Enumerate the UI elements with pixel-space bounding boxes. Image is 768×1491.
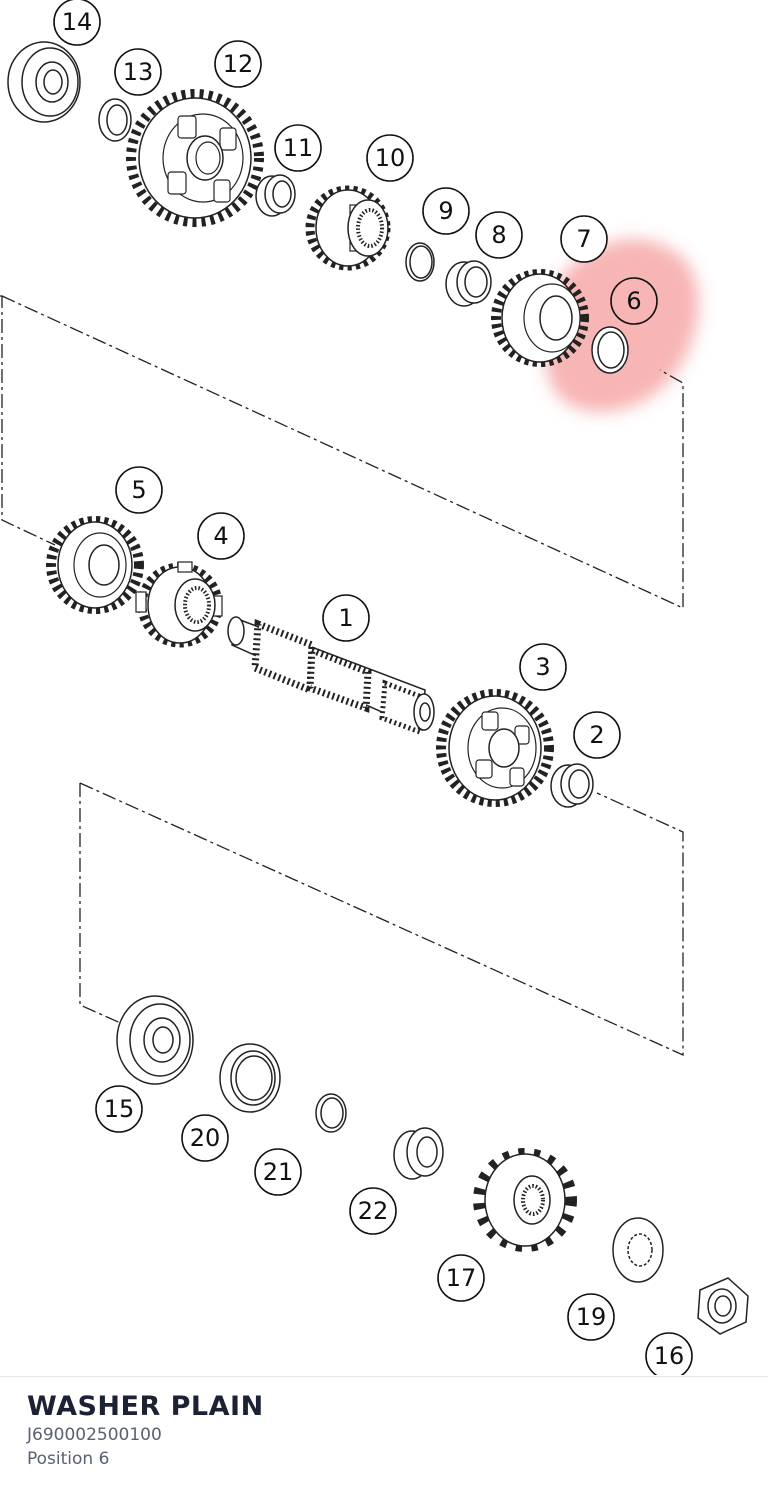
part-3-gear[interactable]	[436, 689, 554, 807]
callout-circle	[274, 124, 322, 172]
part-11-bushing[interactable]	[255, 174, 296, 217]
callout-12[interactable]: 12	[214, 40, 262, 88]
callout-14[interactable]: 14	[53, 0, 101, 46]
callout-13[interactable]: 13	[114, 48, 162, 96]
callout-circle	[573, 711, 621, 759]
part-info-panel: WASHER PLAIN J690002500100 Position 6	[0, 1376, 768, 1491]
callout-11[interactable]: 11	[274, 124, 322, 172]
callout-3[interactable]: 3	[519, 643, 567, 691]
callout-17[interactable]: 17	[437, 1254, 485, 1302]
part-name: WASHER PLAIN	[27, 1391, 264, 1422]
callout-21[interactable]: 21	[254, 1148, 302, 1196]
callout-number: 8	[491, 221, 506, 249]
callout-number: 2	[589, 721, 604, 749]
part-9-circlip[interactable]	[405, 242, 435, 282]
part-1-shaft[interactable]	[227, 616, 435, 736]
callout-number: 1	[338, 604, 353, 632]
callout-16[interactable]: 16	[645, 1332, 693, 1375]
callout-number: 12	[223, 50, 254, 78]
callout-number: 5	[131, 476, 146, 504]
callout-circle	[437, 1254, 485, 1302]
part-number: J690002500100	[27, 1425, 162, 1445]
callout-circle	[475, 211, 523, 259]
callout-circle	[322, 594, 370, 642]
callout-circle	[181, 1114, 229, 1162]
callout-number: 6	[626, 287, 641, 315]
callout-circle	[115, 466, 163, 514]
part-15-bearing[interactable]	[116, 995, 194, 1085]
callout-number: 21	[263, 1158, 294, 1186]
callout-number: 15	[104, 1095, 135, 1123]
part-position: Position 6	[27, 1449, 110, 1469]
callout-20[interactable]: 20	[181, 1114, 229, 1162]
callout-number: 13	[123, 58, 154, 86]
callout-circle	[349, 1187, 397, 1235]
part-21-o-ring[interactable]	[315, 1093, 347, 1133]
callout-number: 4	[213, 522, 228, 550]
callout-number: 14	[62, 8, 93, 36]
callout-circle	[254, 1148, 302, 1196]
callout-number: 16	[654, 1342, 685, 1370]
callout-10[interactable]: 10	[366, 134, 414, 182]
callout-circle	[645, 1332, 693, 1375]
callout-number: 20	[190, 1124, 221, 1152]
part-19-lock-washer[interactable]	[612, 1217, 664, 1283]
part-12-gear[interactable]	[126, 89, 264, 227]
callout-circle	[366, 134, 414, 182]
callout-circle	[567, 1293, 615, 1341]
callout-circle	[95, 1085, 143, 1133]
part-7-gear[interactable]	[491, 269, 589, 367]
assembly-guide-lines	[0, 295, 684, 1057]
callout-number: 22	[358, 1197, 389, 1225]
part-22-spacer[interactable]	[393, 1127, 444, 1180]
part-13-washer[interactable]	[98, 98, 132, 142]
part-16-nut[interactable]	[697, 1277, 749, 1335]
part-10-gear[interactable]	[305, 185, 391, 271]
callout-number: 17	[446, 1264, 477, 1292]
callout-8[interactable]: 8	[475, 211, 523, 259]
highlight-marker	[543, 238, 699, 413]
callout-number: 10	[375, 144, 406, 172]
callout-7[interactable]: 7	[560, 215, 608, 263]
part-4-gear[interactable]	[135, 561, 223, 648]
callout-6[interactable]: 6	[610, 277, 658, 325]
callout-circle	[197, 512, 245, 560]
part-20-seal[interactable]	[219, 1043, 281, 1113]
callout-5[interactable]: 5	[115, 466, 163, 514]
callout-2[interactable]: 2	[573, 711, 621, 759]
callout-circle	[560, 215, 608, 263]
callout-4[interactable]: 4	[197, 512, 245, 560]
callout-circle	[53, 0, 101, 46]
callout-number: 11	[283, 134, 314, 162]
part-8-bushing[interactable]	[445, 260, 492, 307]
callout-circle	[610, 277, 658, 325]
callout-1[interactable]: 1	[322, 594, 370, 642]
callout-number: 9	[438, 197, 453, 225]
callout-number: 7	[576, 225, 591, 253]
callout-circle	[422, 187, 470, 235]
callout-number: 19	[576, 1303, 607, 1331]
callout-15[interactable]: 15	[95, 1085, 143, 1133]
callout-circle	[114, 48, 162, 96]
part-17-sprocket[interactable]	[473, 1148, 577, 1252]
part-5-gear[interactable]	[46, 516, 144, 614]
part-2-bushing[interactable]	[550, 763, 594, 808]
callout-22[interactable]: 22	[349, 1187, 397, 1235]
callout-19[interactable]: 19	[567, 1293, 615, 1341]
callout-9[interactable]: 9	[422, 187, 470, 235]
part-6-washer[interactable]	[591, 326, 629, 374]
part-14-bearing[interactable]	[7, 41, 81, 123]
callout-circle	[519, 643, 567, 691]
callout-circle	[214, 40, 262, 88]
callout-number: 3	[535, 653, 550, 681]
